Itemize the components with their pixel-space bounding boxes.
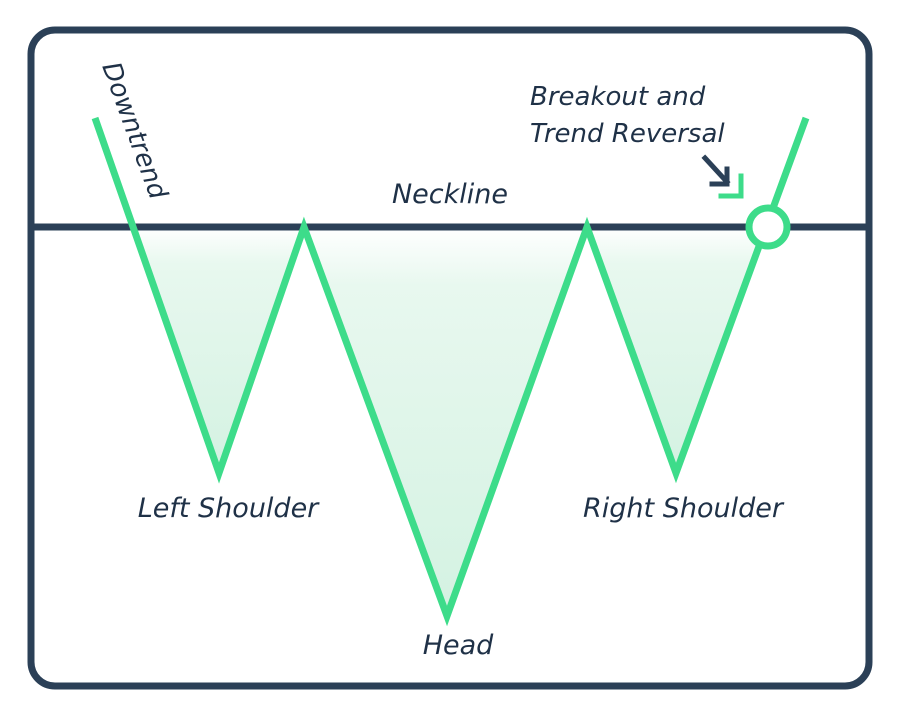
breakout-label-line1: Breakout and [530,82,706,112]
breakout-label-line2: Trend Reversal [530,119,725,149]
right-shoulder-label: Right Shoulder [583,493,785,524]
neckline-label: Neckline [392,179,508,210]
head-area [304,227,587,616]
price-path [91,116,810,627]
left-shoulder-area [134,227,304,473]
right-shoulder-area [587,227,764,473]
breakout-arrow-icon [701,154,744,199]
breakout-marker [745,204,791,250]
left-shoulder-label: Left Shoulder [138,493,320,524]
head-label: Head [423,630,494,661]
